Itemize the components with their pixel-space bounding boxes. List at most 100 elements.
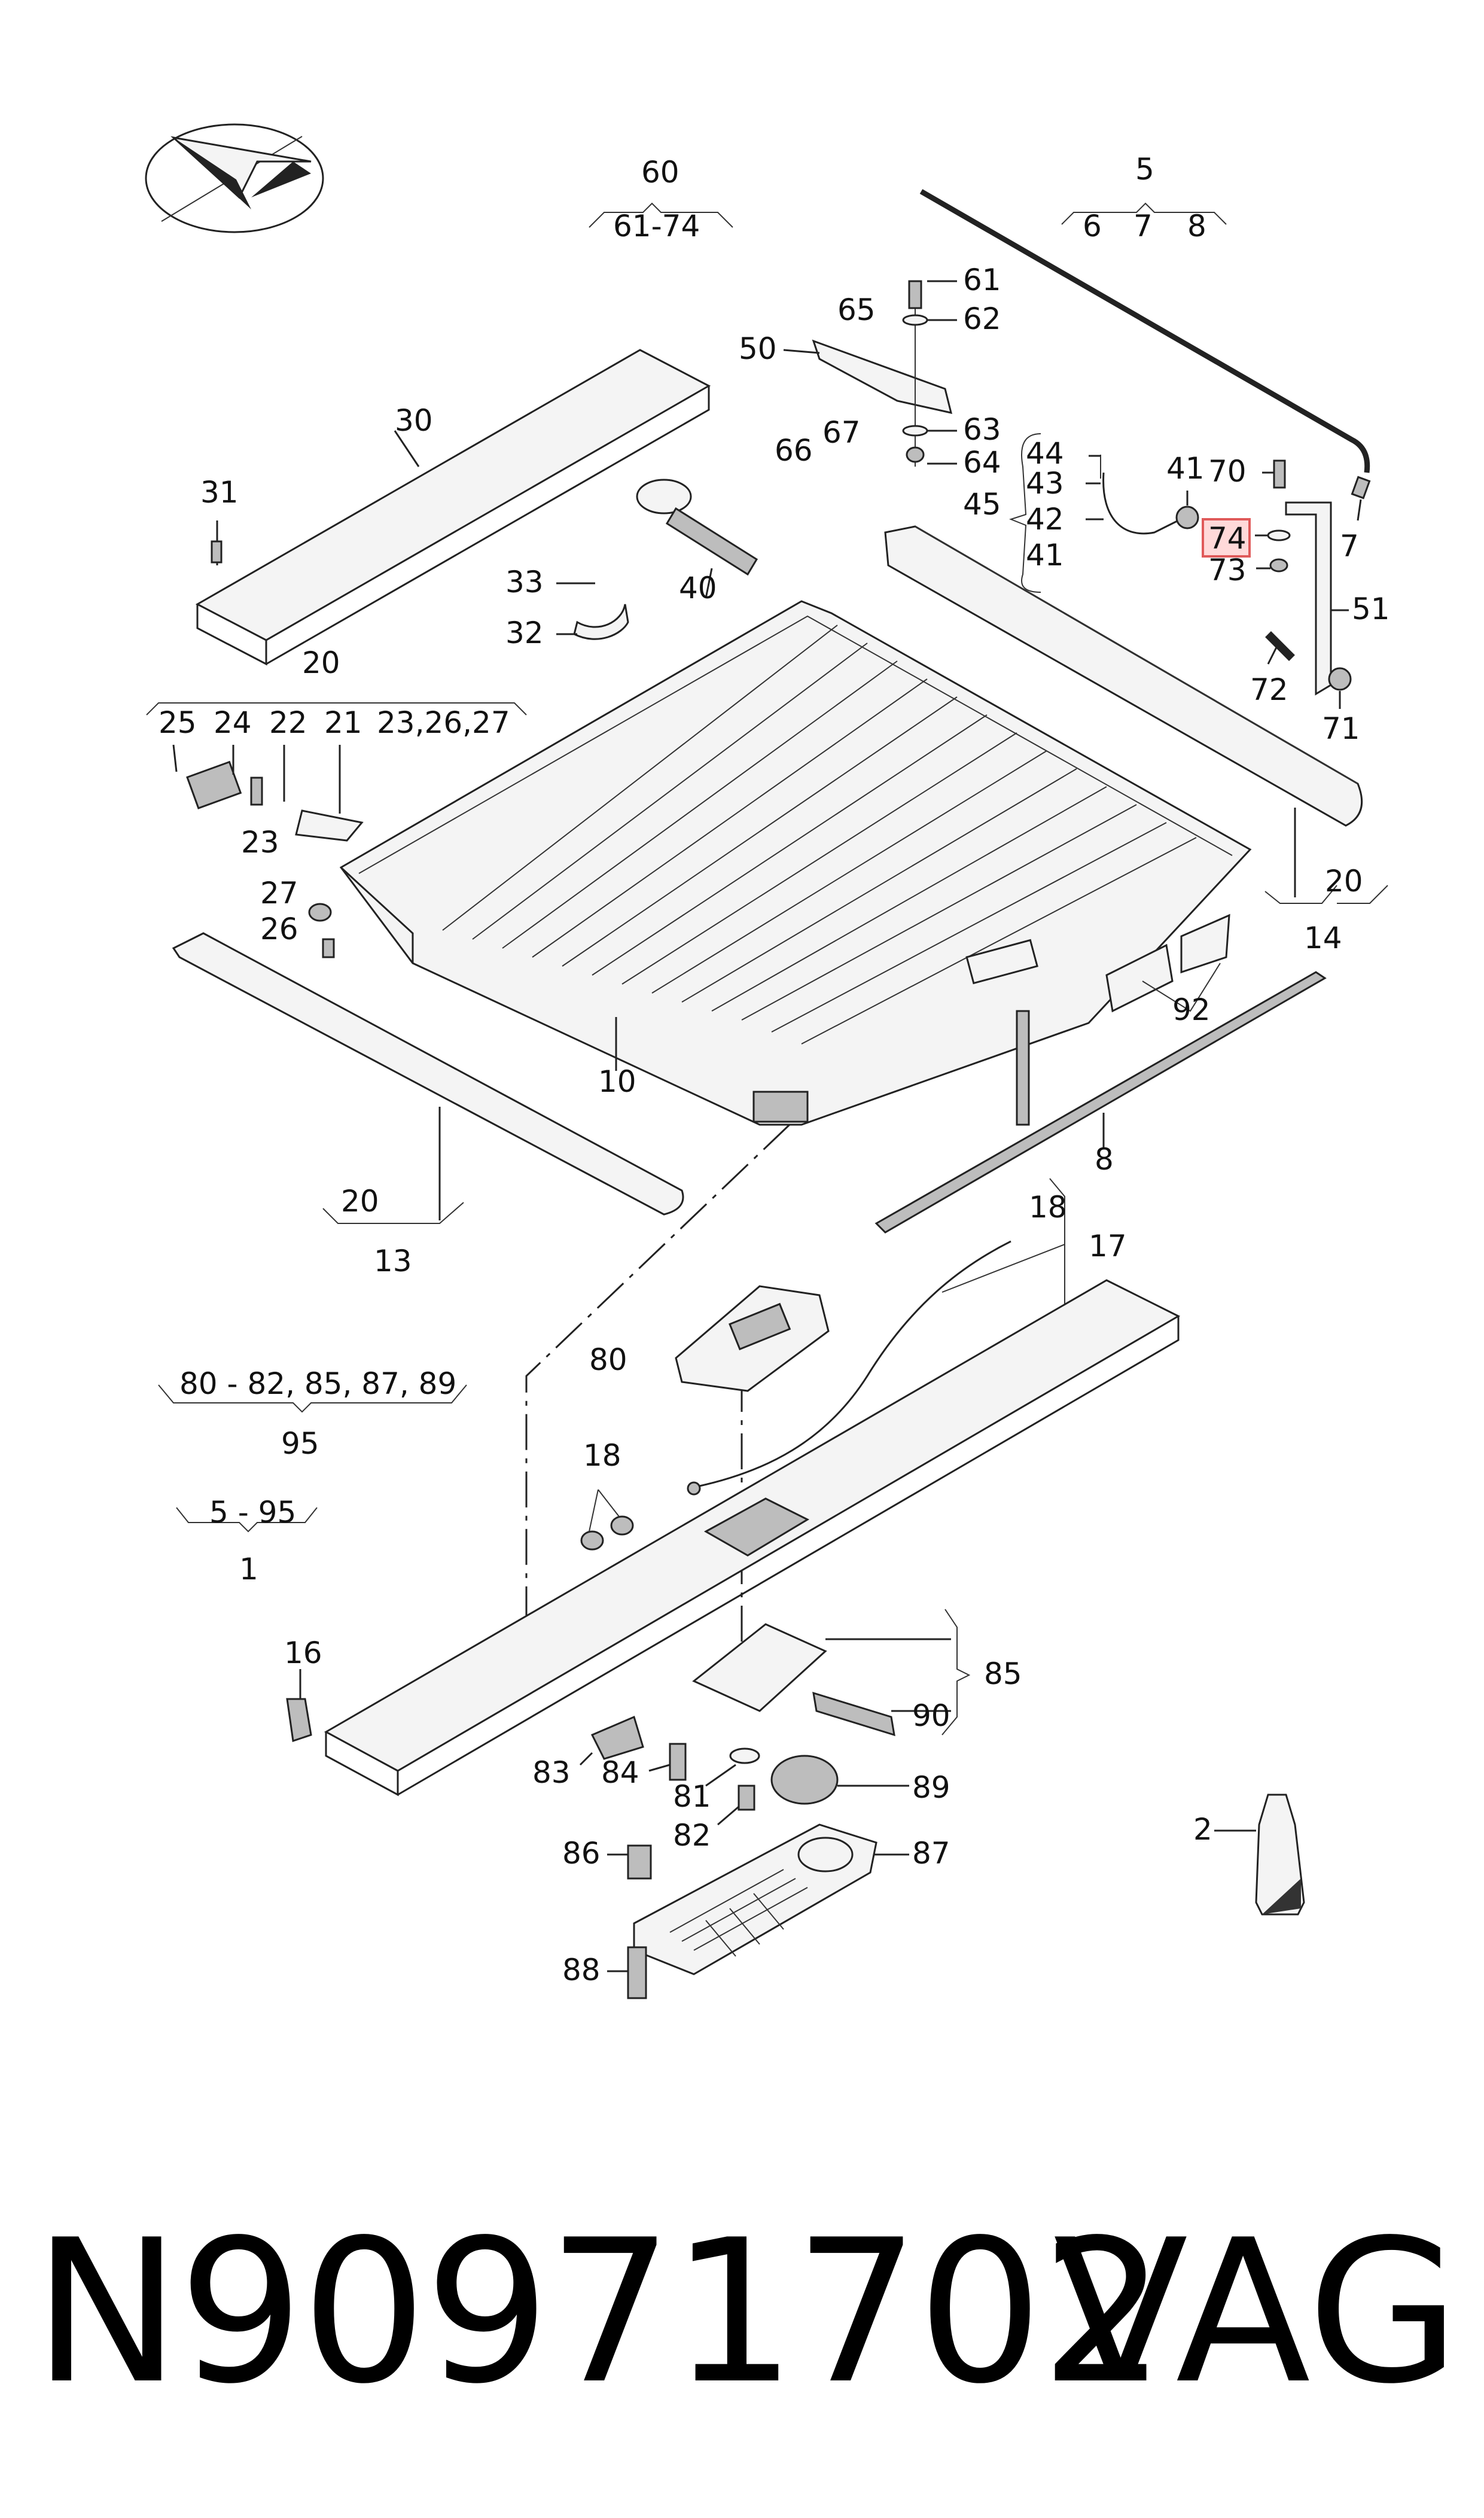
callout-31: 31 xyxy=(200,475,239,510)
part-rail-assembly xyxy=(324,1279,1181,1797)
callout-14: 14 xyxy=(1304,921,1342,955)
callout-7a: 7 xyxy=(1133,209,1153,243)
part-80-handle xyxy=(675,1285,830,1392)
callout-26: 26 xyxy=(260,912,298,946)
part-81-84-fasteners xyxy=(579,1715,760,1826)
part-40-bolt xyxy=(636,479,758,599)
callout-18a: 18 xyxy=(1029,1190,1067,1225)
callout-90: 90 xyxy=(912,1698,950,1733)
callout-95: 95 xyxy=(281,1426,319,1461)
part-16-cap xyxy=(286,1669,312,1742)
callout-10: 10 xyxy=(598,1064,636,1099)
part-14-side-rail xyxy=(884,525,1388,904)
footer-brand: VAG xyxy=(1053,2197,1460,2427)
callout-44: 44 xyxy=(1026,436,1064,471)
group-bracket-lines xyxy=(158,202,1227,1533)
footer-part-number: N90971702 xyxy=(33,2197,1166,2427)
callout-22: 22 xyxy=(269,705,307,740)
callout-23-26-27: 23,26,27 xyxy=(377,705,510,740)
callout-83: 83 xyxy=(532,1755,571,1790)
callout-41a: 41 xyxy=(1166,451,1205,486)
part-89-knob xyxy=(770,1755,909,1805)
callout-1: 1 xyxy=(239,1552,258,1587)
part-92-handle-inserts xyxy=(1105,914,1230,1013)
callout-16: 16 xyxy=(284,1636,322,1670)
callout-50: 50 xyxy=(739,331,777,366)
part-50-bracket xyxy=(783,339,953,414)
assembly-line-left xyxy=(525,1123,791,1615)
callout-72: 72 xyxy=(1250,672,1288,707)
callout-32: 32 xyxy=(505,616,544,650)
callout-6: 6 xyxy=(1083,209,1102,243)
callout-80: 80 xyxy=(589,1342,627,1377)
callout-30: 30 xyxy=(395,403,433,438)
callout-40: 40 xyxy=(679,571,717,605)
callout-87: 87 xyxy=(912,1836,950,1871)
part-32-clip xyxy=(556,582,629,640)
callout-86: 86 xyxy=(562,1836,601,1871)
part-13-side-rail xyxy=(172,932,684,1224)
callout-62: 62 xyxy=(963,302,1001,336)
part-8-seal-strip xyxy=(874,971,1327,1234)
callout-63: 63 xyxy=(963,412,1001,447)
callout-84: 84 xyxy=(601,1755,639,1790)
callout-23a: 23 xyxy=(241,825,279,860)
callout-20a: 20 xyxy=(302,646,340,680)
callout-71: 71 xyxy=(1322,711,1360,746)
callout-24: 24 xyxy=(214,705,252,740)
callout-85: 85 xyxy=(984,1657,1022,1691)
callout-66: 66 xyxy=(775,433,813,468)
part-18-grommets xyxy=(580,1489,634,1551)
callout-7b: 7 xyxy=(1340,529,1359,564)
callout-81: 81 xyxy=(673,1779,711,1814)
callout-8a: 8 xyxy=(1187,209,1206,243)
callout-5: 5 xyxy=(1135,152,1154,187)
callout-5-95: 5 - 95 xyxy=(209,1495,296,1530)
callout-65: 65 xyxy=(837,293,876,327)
callout-25: 25 xyxy=(159,705,197,740)
callout-43: 43 xyxy=(1026,466,1064,501)
callout-21: 21 xyxy=(324,705,362,740)
callout-88: 88 xyxy=(562,1953,601,1987)
callout-45: 45 xyxy=(963,487,1001,522)
callout-17: 17 xyxy=(1089,1229,1127,1263)
callout-2: 2 xyxy=(1193,1812,1212,1847)
callout-13: 13 xyxy=(374,1244,412,1278)
callout-27: 27 xyxy=(260,876,298,911)
callout-41b: 41 xyxy=(1026,538,1064,573)
part-61-64-fasteners xyxy=(902,280,957,467)
callout-20b: 20 xyxy=(1325,864,1363,899)
part-30-cover-panel xyxy=(195,349,711,666)
callout-61: 61 xyxy=(963,263,1001,297)
callout-8b: 8 xyxy=(1095,1142,1114,1177)
part-86-88-bolts xyxy=(607,1844,652,1999)
part-21-27-cluster xyxy=(146,702,527,958)
callout-70: 70 xyxy=(1208,454,1247,489)
callout-73: 73 xyxy=(1208,553,1247,587)
part-2-sealant-tube xyxy=(1214,1794,1305,1916)
callout-60: 60 xyxy=(641,155,679,190)
callout-89: 89 xyxy=(912,1770,950,1805)
callout-33: 33 xyxy=(505,565,544,599)
highlight-box-74 xyxy=(1202,518,1251,558)
callout-80-89: 80 - 82, 85, 87, 89 xyxy=(179,1366,456,1401)
orientation-logo xyxy=(145,123,324,233)
callout-20c: 20 xyxy=(341,1184,379,1219)
callout-64: 64 xyxy=(963,445,1001,480)
callout-18b: 18 xyxy=(583,1438,621,1473)
part-17-cable xyxy=(687,1178,1065,1496)
callout-67: 67 xyxy=(822,415,861,450)
callout-61-74: 61-74 xyxy=(613,209,700,243)
part-31-screw xyxy=(211,520,223,565)
callout-92: 92 xyxy=(1172,992,1211,1027)
part-85-lock xyxy=(692,1609,971,1737)
callout-labels: 60 61-74 5 6 7 8 61 62 65 50 66 67 63 64… xyxy=(159,152,1390,1987)
callout-51: 51 xyxy=(1352,592,1390,626)
part-10-roller-cover xyxy=(339,600,1252,1126)
part-5-trim-rod xyxy=(919,185,1371,521)
part-41-45-cable xyxy=(1009,433,1199,593)
part-51-hinge-arm xyxy=(1255,459,1352,709)
callout-42: 42 xyxy=(1026,502,1064,537)
callout-74: 74 xyxy=(1208,521,1247,556)
